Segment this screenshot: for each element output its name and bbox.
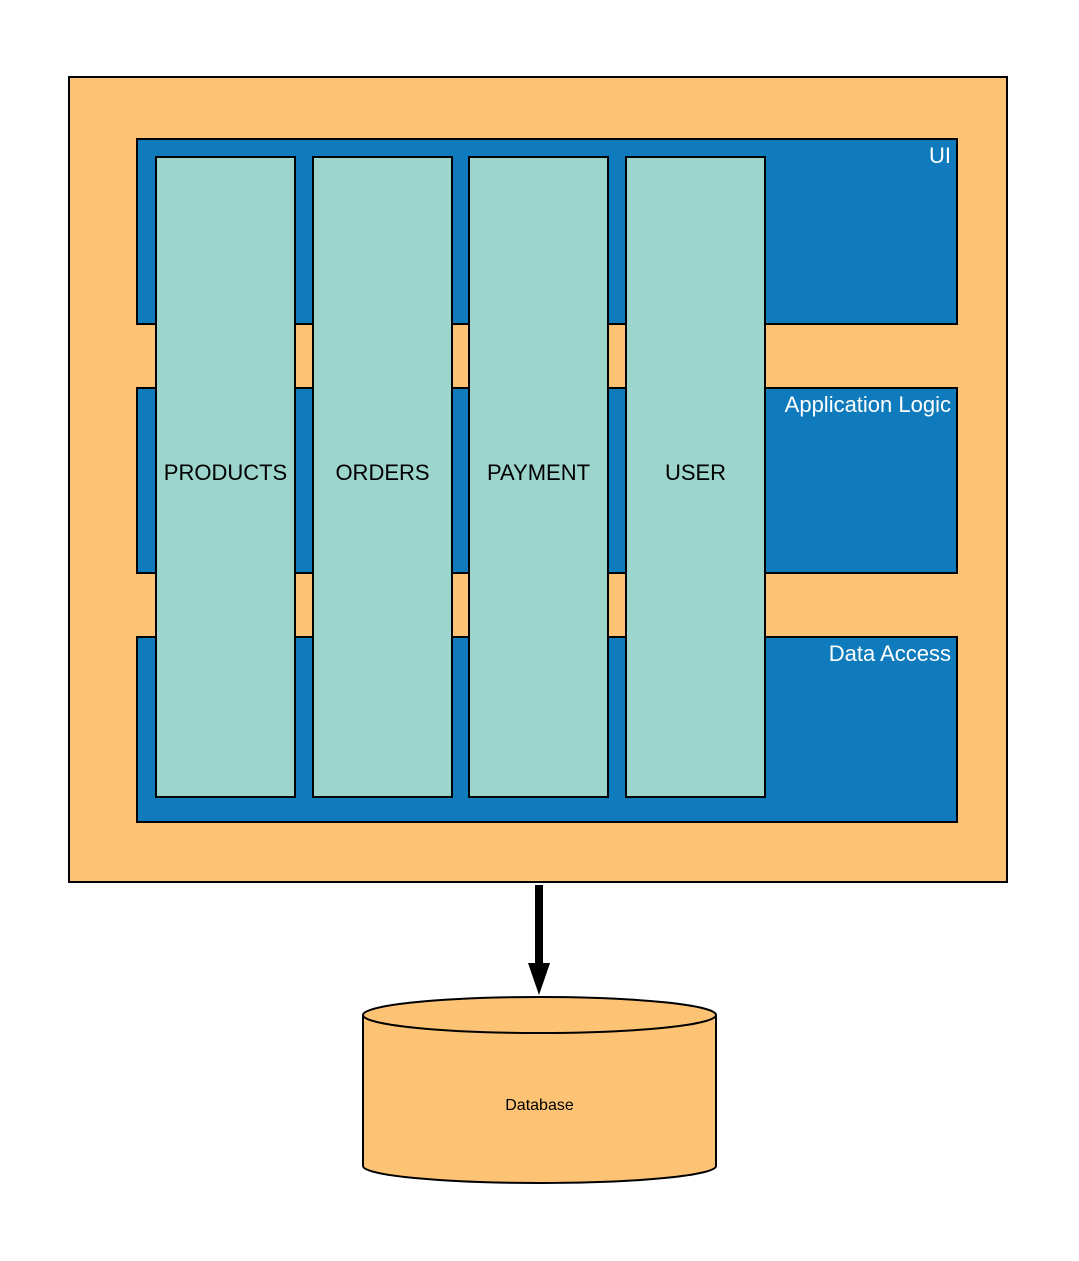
module-orders: ORDERS — [312, 156, 453, 798]
module-products-label: PRODUCTS — [163, 460, 288, 485]
module-user-label: USER — [664, 460, 727, 485]
module-user: USER — [625, 156, 766, 798]
module-orders-label: ORDERS — [335, 460, 430, 485]
arrow-to-database — [528, 885, 550, 995]
database-label: Database — [505, 1097, 574, 1114]
module-products: PRODUCTS — [155, 156, 296, 798]
layer-data-access-label: Data Access — [828, 641, 951, 666]
layer-ui-label: UI — [929, 143, 951, 168]
layer-application-logic-label: Application Logic — [784, 392, 951, 417]
database-cylinder — [362, 996, 717, 1184]
module-payment: PAYMENT — [468, 156, 609, 798]
module-payment-label: PAYMENT — [486, 460, 591, 485]
